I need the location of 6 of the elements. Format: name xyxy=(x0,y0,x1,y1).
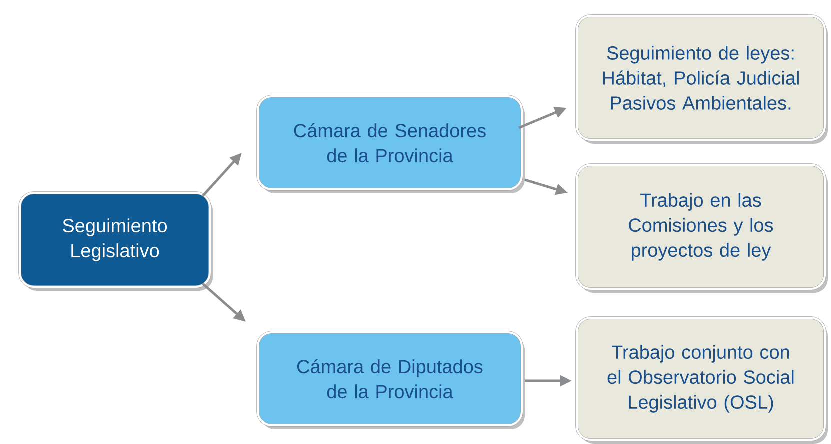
chamber-box: Cámara de Senadores de la Provincia xyxy=(256,95,525,194)
chamber-box: Cámara de Diputados de la Provincia xyxy=(256,331,525,430)
root-box: Seguimiento Legislativo xyxy=(18,192,213,291)
task-box: Trabajo en las Comisiones y los proyectos de ley xyxy=(576,164,828,293)
task-box: Trabajo conjunto con el Observatorio Social Legislativo (OSL) xyxy=(576,316,828,444)
task-box: Seguimiento de leyes: Hábitat, Policía Judicial Pasivos Ambientales. xyxy=(576,14,828,144)
